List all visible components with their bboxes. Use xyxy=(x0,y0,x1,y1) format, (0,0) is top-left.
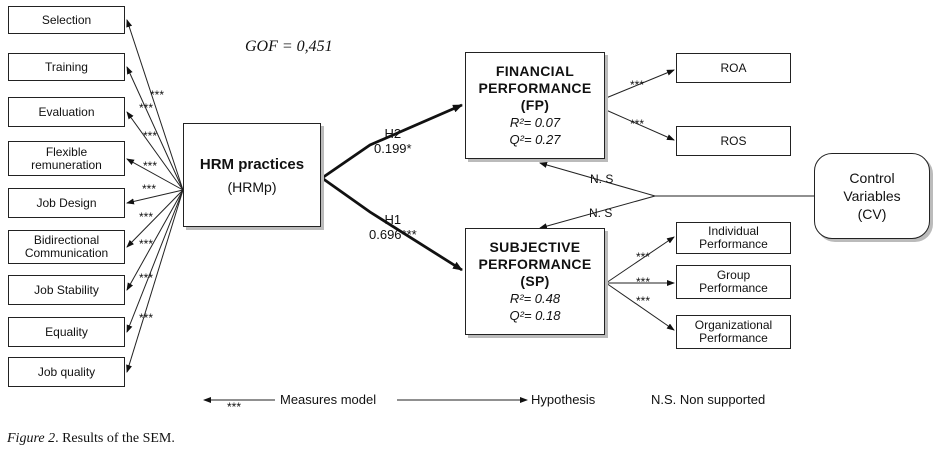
indicator-label: Group Performance xyxy=(699,268,768,295)
sig-jobdesign: *** xyxy=(142,182,157,196)
indicator-selection: Selection xyxy=(8,6,125,34)
sig-ros: *** xyxy=(630,117,645,131)
indicator-roa: ROA xyxy=(676,53,791,83)
h1-name: H1 xyxy=(384,212,402,227)
indicator-label: Selection xyxy=(41,12,92,27)
financial-performance-box: FINANCIAL PERFORMANCE (FP) R²= 0.07 Q²= … xyxy=(465,52,605,159)
subjective-performance-box: SUBJECTIVE PERFORMANCE (SP) R²= 0.48 Q²=… xyxy=(465,228,605,335)
indicator-bidirectional-communication: Bidirectional Communication xyxy=(8,230,125,264)
sig-organizational: *** xyxy=(636,294,651,308)
control-variables-box: Control Variables (CV) xyxy=(814,153,930,239)
sp-q2: Q²= 0.18 xyxy=(509,308,561,323)
measure-arrow-stability xyxy=(126,189,184,291)
indicator-label: Job Design xyxy=(36,195,97,210)
measure-arrow-jobquality xyxy=(126,189,184,373)
measure-arrow-training xyxy=(126,66,184,191)
indicator-job-stability: Job Stability xyxy=(8,275,125,305)
cv-line2: Variables xyxy=(843,188,901,204)
indicator-label: Evaluation xyxy=(38,104,95,119)
fp-line2: PERFORMANCE xyxy=(478,80,592,96)
indicator-job-quality: Job quality xyxy=(8,357,125,387)
cv-line1: Control xyxy=(849,170,895,186)
indicator-label: Individual Performance xyxy=(699,224,768,251)
indicator-job-design: Job Design xyxy=(8,188,125,218)
indicator-individual-performance: Individual Performance xyxy=(676,222,791,254)
fp-ros-arrow xyxy=(605,109,675,141)
sp-line1: SUBJECTIVE xyxy=(489,239,581,255)
sig-evaluation: *** xyxy=(143,129,158,143)
hrm-abbr: (HRMp) xyxy=(227,178,277,195)
cv-fp-arrow xyxy=(539,162,656,197)
legend-sig: *** xyxy=(227,400,242,414)
sig-bidirectional-b: *** xyxy=(139,237,154,251)
h1-coef: 0.696*** xyxy=(369,227,417,242)
indicator-label: Flexible remuneration xyxy=(31,144,102,172)
h1-arrow xyxy=(321,176,463,272)
measure-arrow-jobdesign xyxy=(126,189,184,205)
legend-ns-label: N.S. Non supported xyxy=(651,392,766,407)
fp-roa-arrow xyxy=(605,69,675,99)
sp-r2: R²= 0.48 xyxy=(509,291,561,306)
indicator-ros: ROS xyxy=(676,126,791,156)
sig-training: *** xyxy=(139,101,154,115)
indicator-label: ROA xyxy=(720,60,747,75)
hrm-practices-box: HRM practices (HRMp) xyxy=(183,123,321,227)
indicator-training: Training xyxy=(8,53,125,81)
cv-sp-arrow xyxy=(539,195,656,230)
indicator-label: Organizational Performance xyxy=(694,318,773,345)
gof-label: GOF = 0,451 xyxy=(245,38,333,55)
indicator-label: Job quality xyxy=(37,364,96,379)
sig-individual: *** xyxy=(636,250,651,264)
sig-stability: *** xyxy=(139,271,154,285)
caption-prefix: Figure 2 xyxy=(7,431,56,446)
fp-r2: R²= 0.07 xyxy=(509,115,561,130)
figure-caption: Figure 2. Results of the SEM. xyxy=(7,431,175,447)
h2-label: H2 0.199* xyxy=(374,126,412,156)
indicator-label: Equality xyxy=(45,324,88,339)
indicator-label: ROS xyxy=(720,133,747,148)
h2-arrow xyxy=(321,103,463,180)
fp-q2: Q²= 0.27 xyxy=(509,132,561,147)
legend-measures-label: Measures model xyxy=(280,392,377,407)
indicator-equality: Equality xyxy=(8,317,125,347)
cv-abbr: (CV) xyxy=(857,206,887,222)
sp-abbr: (SP) xyxy=(520,273,550,289)
sig-roa: *** xyxy=(630,78,645,92)
legend-hypothesis-label: Hypothesis xyxy=(531,392,596,407)
h2-coef: 0.199* xyxy=(374,141,412,156)
sig-equality: *** xyxy=(139,311,154,325)
indicator-label: Job Stability xyxy=(34,282,99,297)
indicator-flexible-remuneration: Flexible remuneration xyxy=(8,141,125,176)
measure-arrow-bidirectional xyxy=(126,189,184,248)
hrm-title: HRM practices xyxy=(199,155,305,173)
measure-arrow-evaluation xyxy=(126,111,184,191)
ns-sp-label: N. S xyxy=(589,206,613,220)
measure-arrow-equality xyxy=(126,189,184,333)
sp-organizational-arrow xyxy=(605,282,675,331)
indicator-label: Training xyxy=(45,59,88,74)
indicator-organizational-performance: Organizational Performance xyxy=(676,315,791,349)
sp-line2: PERFORMANCE xyxy=(478,256,592,272)
measure-arrow-flexible xyxy=(126,158,184,191)
ns-fp-label: N. S xyxy=(590,172,614,186)
sig-flexible: *** xyxy=(143,159,158,173)
h1-label: H1 0.696*** xyxy=(369,212,417,242)
sig-group: *** xyxy=(636,275,651,289)
fp-line1: FINANCIAL xyxy=(495,63,575,79)
indicator-label: Bidirectional Communication xyxy=(24,233,109,260)
sig-selection: *** xyxy=(150,88,165,102)
indicator-group-performance: Group Performance xyxy=(676,265,791,299)
sp-individual-arrow xyxy=(605,236,675,284)
fp-abbr: (FP) xyxy=(520,97,550,113)
measure-arrow-selection xyxy=(126,19,184,191)
sig-bidirectional-a: *** xyxy=(139,210,154,224)
h2-name: H2 xyxy=(384,126,402,141)
caption-text: . Results of the SEM. xyxy=(55,431,175,446)
indicator-evaluation: Evaluation xyxy=(8,97,125,127)
